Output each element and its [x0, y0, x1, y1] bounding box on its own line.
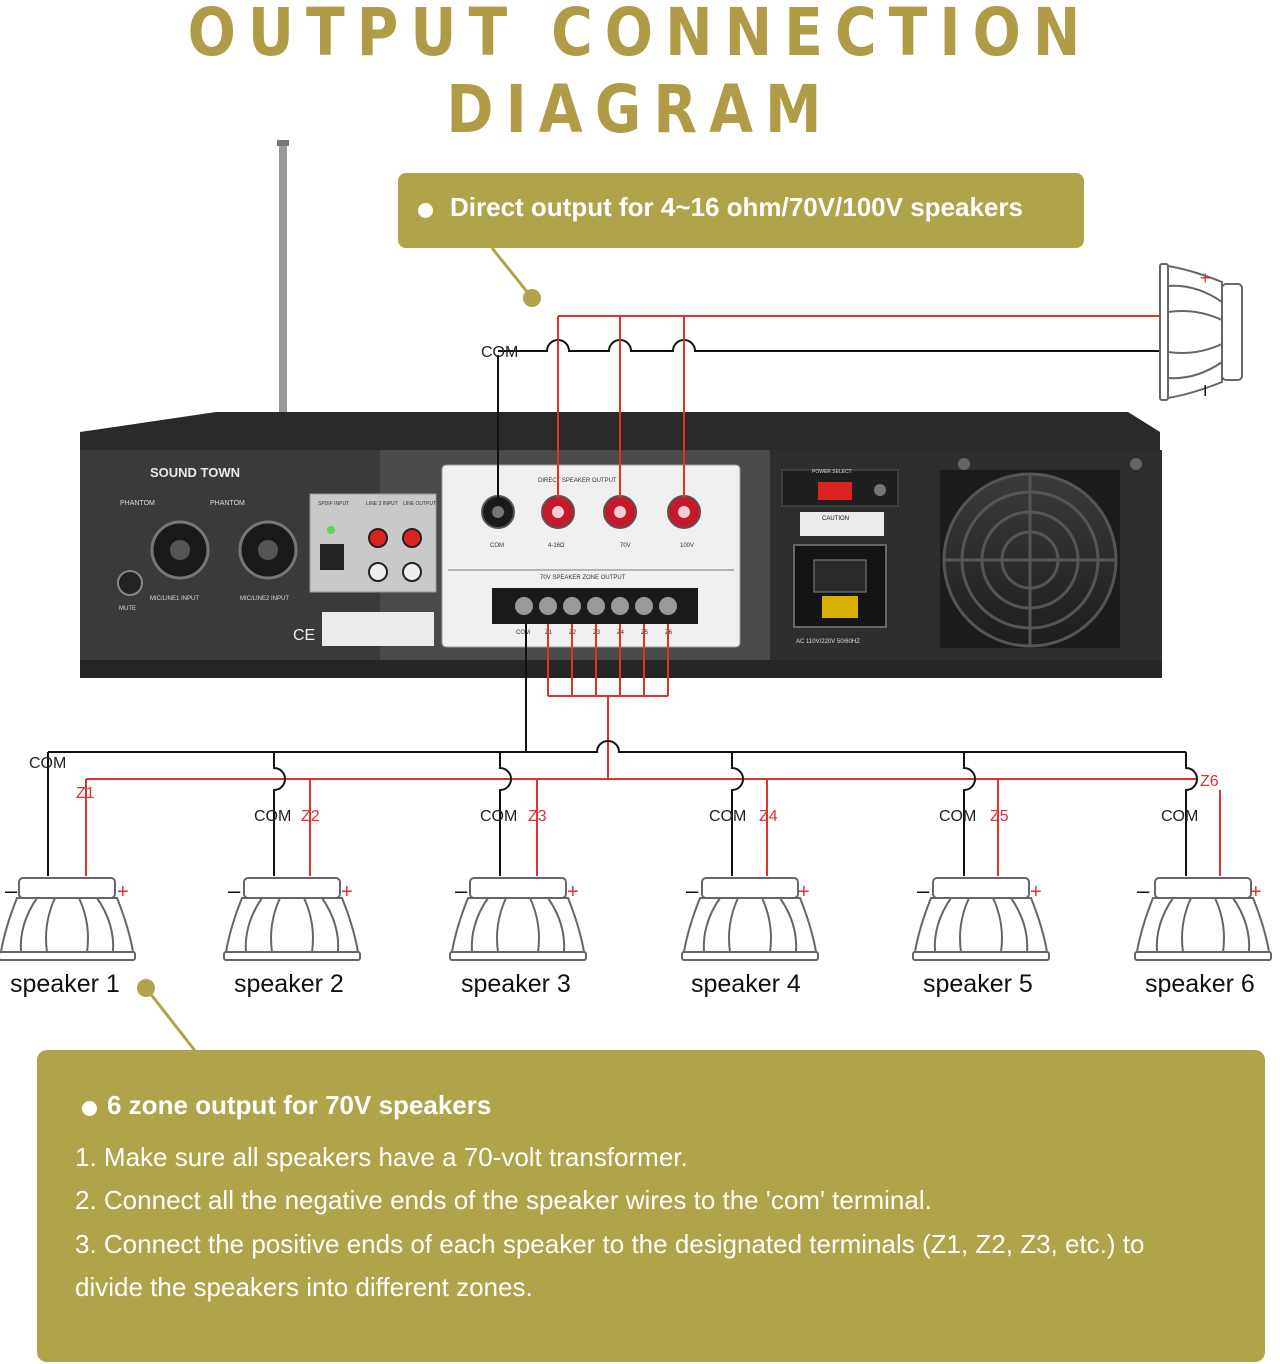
- zone-label-z3: Z3: [528, 808, 547, 825]
- callout-bottom-pointer: [144, 987, 198, 1053]
- terminal-label-100v: 100V: [680, 543, 694, 549]
- zone-wiring: [47, 624, 1221, 876]
- zone-screws: [515, 597, 677, 615]
- zone-com-label-5: COM: [939, 808, 976, 825]
- zone-label-z1: Z1: [76, 785, 95, 802]
- mic-input-1-label: MIC/LINE1 INPUT: [150, 596, 199, 602]
- power-select-label: POWER SELECT: [812, 469, 852, 475]
- speaker-2-plus: +: [341, 881, 353, 903]
- ac-label: AC 110V/220V 50/60HZ: [796, 639, 860, 645]
- power-select-switch: [818, 482, 852, 500]
- zone-label-z2: Z2: [301, 808, 320, 825]
- speaker-6-plus: +: [1250, 881, 1262, 903]
- zone-step-3-continued: divide the speakers into different zones…: [75, 1272, 533, 1302]
- zone-step-2: 2. Connect all the negative ends of the …: [75, 1185, 932, 1215]
- speaker-3-icon: [449, 877, 587, 961]
- ce-mark: CE: [293, 627, 315, 644]
- speaker-4-minus: –: [686, 878, 699, 903]
- speaker-4-label: speaker 4: [691, 970, 801, 998]
- terminal-label-com: COM: [490, 543, 504, 549]
- speaker-1-minus: –: [5, 878, 18, 903]
- brand-logo: SOUND TOWN: [150, 465, 240, 480]
- zone-com-label-2: COM: [254, 808, 291, 825]
- direct-speaker-plus: +: [1200, 268, 1211, 288]
- zone-terminal-com: COM: [516, 630, 530, 636]
- bullet-icon: [418, 203, 433, 218]
- speaker-3-label: speaker 3: [461, 970, 571, 998]
- phantom-label-1: PHANTOM: [120, 500, 155, 507]
- line-output-label: LINE OUTPUT: [403, 501, 436, 507]
- speaker-6-minus: –: [1137, 878, 1150, 903]
- direct-output-header: DIRECT SPEAKER OUTPUT: [538, 478, 617, 484]
- spdif-port: [320, 544, 344, 570]
- mute-label: MUTE: [119, 606, 136, 612]
- direct-com-label: COM: [481, 344, 518, 361]
- page-title: OUTPUT CONNECTION DIAGRAM: [187, 0, 1093, 148]
- rca-red-1: [368, 528, 388, 548]
- rca-red-2: [402, 528, 422, 548]
- speaker-1-label: speaker 1: [10, 970, 120, 998]
- zone-output-callout: 6 zone output for 70V speakers 1. Make s…: [37, 1050, 1265, 1362]
- speaker-3-minus: –: [455, 878, 468, 903]
- mute-knob: [117, 570, 143, 596]
- terminal-label-4-16ohm: 4-16Ω: [548, 543, 565, 549]
- terminal-label-70v: 70V: [620, 543, 631, 549]
- zone-output-header: 70V SPEAKER ZONE OUTPUT: [540, 575, 626, 581]
- zone-output-heading: 6 zone output for 70V speakers: [107, 1090, 492, 1120]
- speaker-3-plus: +: [567, 881, 579, 903]
- callout-top-anchor: [523, 289, 541, 307]
- speaker-2-icon: [223, 877, 361, 961]
- speaker-6-label: speaker 6: [1145, 970, 1255, 998]
- direct-output-callout: Direct output for 4~16 ohm/70V/100V spea…: [398, 173, 1084, 248]
- mic-input-2-label: MIC/LINE2 INPUT: [240, 596, 289, 602]
- direct-speaker-minus: I: [1203, 383, 1207, 400]
- direct-output-label: Direct output for 4~16 ohm/70V/100V spea…: [450, 192, 1023, 222]
- direct-output-wiring: COM: [481, 315, 1192, 498]
- zone-com-label-3: COM: [480, 808, 517, 825]
- zone-step-1: 1. Make sure all speakers have a 70-volt…: [75, 1142, 688, 1172]
- callout-top-pointer: [490, 247, 534, 299]
- warning-label: [322, 612, 434, 646]
- rca-white-2: [402, 562, 422, 582]
- zone-label-z5: Z5: [990, 808, 1009, 825]
- caution-text: CAUTION: [822, 516, 849, 522]
- zone-label-z6: Z6: [1200, 773, 1219, 790]
- zone-com-label-6: COM: [1161, 808, 1198, 825]
- bullet-icon: [82, 1101, 97, 1116]
- speaker-1-plus: +: [117, 881, 129, 903]
- spdif-label: SPDIF INPUT: [318, 501, 349, 507]
- cooling-fan: [940, 458, 1142, 648]
- fuse-holder: [874, 484, 886, 496]
- speaker-4-plus: +: [798, 881, 810, 903]
- spdif-led: [327, 526, 335, 534]
- amplifier-rear-panel: SOUND TOWN PHANTOM PHANTOM MIC/LINE1 INP…: [80, 412, 1162, 678]
- caution-label: [800, 512, 884, 536]
- rca-white-1: [368, 562, 388, 582]
- zone-com-label-4: COM: [709, 808, 746, 825]
- speaker-5-plus: +: [1030, 881, 1042, 903]
- zone-step-3: 3. Connect the positive ends of each spe…: [75, 1229, 1145, 1259]
- phantom-label-2: PHANTOM: [210, 500, 245, 507]
- speaker-1-icon: [0, 877, 136, 961]
- speaker-5-icon: [912, 877, 1050, 961]
- speaker-5-minus: –: [917, 878, 930, 903]
- speaker-5-label: speaker 5: [923, 970, 1033, 998]
- speaker-2-label: speaker 2: [234, 970, 344, 998]
- zone-com-label-1: COM: [29, 755, 66, 772]
- callout-bottom-anchor: [137, 979, 155, 997]
- zone-label-z4: Z4: [759, 808, 778, 825]
- speaker-2-minus: –: [228, 878, 241, 903]
- line3-label: LINE 3 INPUT: [366, 501, 398, 507]
